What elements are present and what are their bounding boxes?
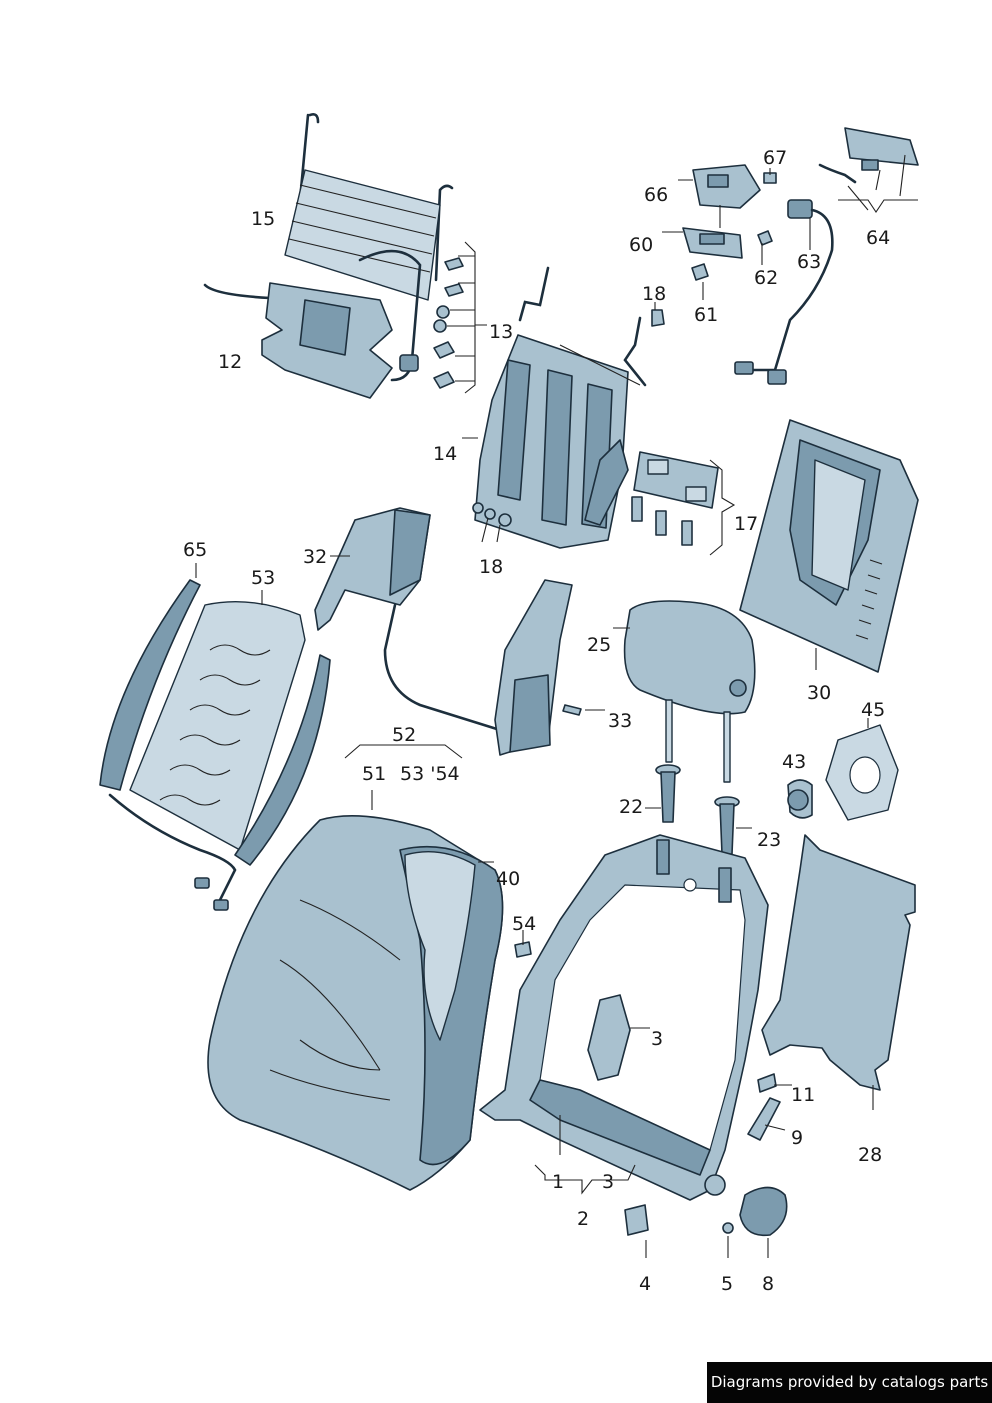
label-13: 13 xyxy=(489,321,513,343)
label-2: 2 xyxy=(577,1208,589,1230)
label-43: 43 xyxy=(782,751,806,773)
label-18-lower: 18 xyxy=(479,556,503,578)
backrest-frame[interactable] xyxy=(479,834,792,1258)
label-64: 64 xyxy=(866,227,890,249)
label-51: 51 xyxy=(362,763,386,785)
label-54: 54 xyxy=(512,913,536,935)
backrest-rear-panel[interactable] xyxy=(739,419,919,673)
label-5: 5 xyxy=(721,1273,733,1295)
label-67: 67 xyxy=(763,147,787,169)
clip-set[interactable] xyxy=(433,241,487,394)
label-15: 15 xyxy=(251,208,275,230)
label-23: 23 xyxy=(757,829,781,851)
backrest-cover[interactable] xyxy=(207,744,504,1191)
side-trim-bracket[interactable] xyxy=(314,507,605,756)
footer-credit: Diagrams provided by catalogs parts xyxy=(707,1362,992,1403)
label-62: 62 xyxy=(754,267,778,289)
control-unit-brackets[interactable] xyxy=(651,127,919,385)
lumbar-support-frame[interactable] xyxy=(203,113,454,399)
headrest-guides[interactable] xyxy=(645,764,752,855)
label-12: 12 xyxy=(218,351,242,373)
label-17: 17 xyxy=(734,513,758,535)
label-9: 9 xyxy=(791,1127,803,1149)
label-66: 66 xyxy=(644,184,668,206)
label-4: 4 xyxy=(639,1273,651,1295)
label-65: 65 xyxy=(183,539,207,561)
label-22: 22 xyxy=(619,796,643,818)
label-28: 28 xyxy=(858,1144,882,1166)
label-18-upper: 18 xyxy=(642,283,666,305)
label-30: 30 xyxy=(807,682,831,704)
label-1: 1 xyxy=(552,1171,564,1193)
clip-54[interactable] xyxy=(514,930,532,958)
speaker-and-cover[interactable] xyxy=(787,718,899,821)
label-40: 40 xyxy=(496,868,520,890)
label-3-lower: 3 xyxy=(602,1171,614,1193)
label-11: 11 xyxy=(791,1084,815,1106)
label-45: 45 xyxy=(861,699,885,721)
label-32: 32 xyxy=(303,546,327,568)
label-33: 33 xyxy=(608,710,632,732)
label-14: 14 xyxy=(433,443,457,465)
part-number-labels: 15 12 13 14 17 18 18 66 67 60 61 62 63 6… xyxy=(183,147,890,1295)
label-25: 25 xyxy=(587,634,611,656)
backrest-suspension-mat[interactable] xyxy=(462,266,647,549)
label-53-54: 53 '54 xyxy=(400,763,460,785)
pad-set[interactable] xyxy=(631,451,736,556)
backrest-board[interactable] xyxy=(761,834,916,1110)
label-3-upper: 3 xyxy=(651,1028,663,1050)
label-63: 63 xyxy=(797,251,821,273)
label-52: 52 xyxy=(392,724,416,746)
label-60: 60 xyxy=(629,234,653,256)
label-8: 8 xyxy=(762,1273,774,1295)
headrest[interactable] xyxy=(613,600,756,783)
side-bolsters-and-heater-mat[interactable] xyxy=(99,563,331,911)
label-53: 53 xyxy=(251,567,275,589)
label-61: 61 xyxy=(694,304,718,326)
